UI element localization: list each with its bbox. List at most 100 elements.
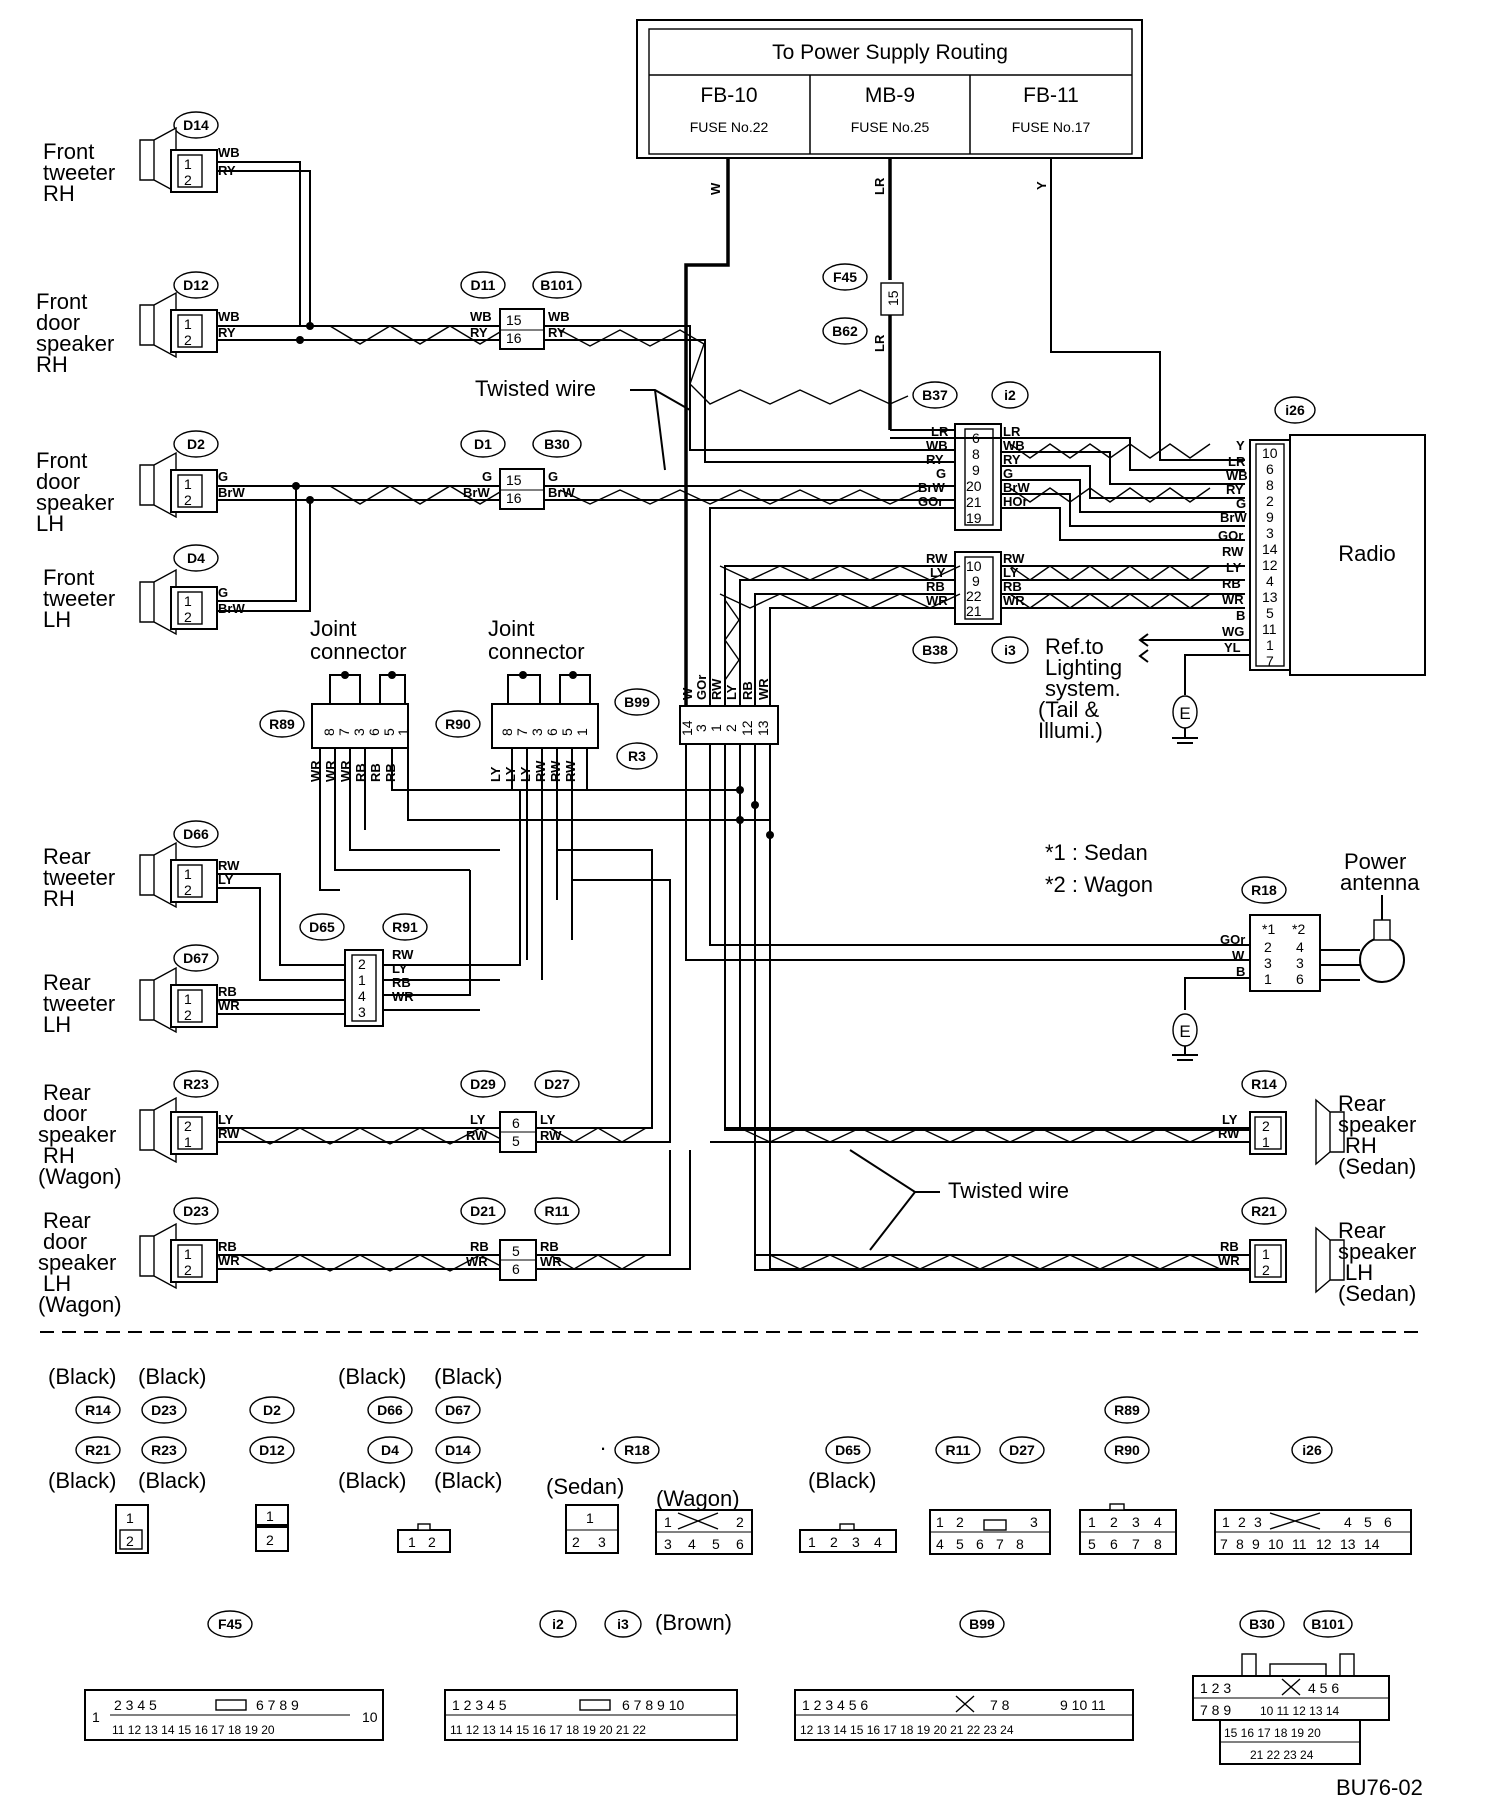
svg-text:D65: D65: [309, 919, 335, 935]
svg-text:14: 14: [1262, 541, 1278, 557]
svg-text:(Black): (Black): [808, 1468, 876, 1493]
twist-b38-b99: [719, 565, 961, 681]
svg-text:(Wagon): (Wagon): [38, 1164, 122, 1189]
svg-text:E: E: [1179, 1022, 1190, 1041]
svg-text:1: 1: [266, 1508, 274, 1524]
svg-text:2: 2: [184, 1118, 192, 1134]
svg-text:Front: Front: [36, 448, 87, 473]
conn-d4: D4: [187, 550, 205, 566]
rtw-rh-wires: [217, 873, 345, 981]
svg-text:(Black): (Black): [138, 1468, 206, 1493]
svg-text:LR: LR: [872, 334, 887, 352]
svg-text:10: 10: [966, 558, 982, 574]
svg-text:11 12 13 14 15 16 17 18 19 20: 11 12 13 14 15 16 17 18 19 20: [112, 1723, 275, 1737]
svg-text:1: 1: [808, 1534, 816, 1550]
svg-text:2: 2: [184, 1007, 192, 1023]
svg-text:RY: RY: [218, 325, 236, 340]
svg-text:B101: B101: [1311, 1616, 1345, 1632]
svg-text:12: 12: [1316, 1536, 1332, 1552]
svg-text:2: 2: [736, 1514, 744, 1530]
power-box-title: To Power Supply Routing: [772, 41, 1008, 64]
svg-text:11 12 13 14 15 16 17 18 19 20: 11 12 13 14 15 16 17 18 19 20 21 22: [450, 1723, 646, 1737]
svg-text:11: 11: [1262, 621, 1277, 637]
svg-text:RW: RW: [563, 760, 578, 782]
svg-text:RB: RB: [1220, 1239, 1239, 1254]
svg-text:BrW: BrW: [1220, 510, 1247, 525]
svg-text:(Sedan): (Sedan): [546, 1474, 624, 1499]
twist-b37: [1009, 443, 1211, 503]
svg-text:19: 19: [966, 510, 982, 526]
r23-to-antenna: [1320, 949, 1360, 981]
conn-b62: B62: [832, 323, 858, 339]
svg-text:1: 1: [1264, 971, 1272, 987]
svg-text:B99: B99: [969, 1616, 995, 1632]
svg-text:10: 10: [1268, 1536, 1284, 1552]
svg-text:R91: R91: [392, 919, 418, 935]
note-sedan: *1 : Sedan: [1045, 840, 1148, 865]
svg-text:5: 5: [956, 1536, 964, 1552]
svg-text:6: 6: [1384, 1514, 1392, 1530]
svg-text:3: 3: [351, 728, 367, 736]
svg-text:RY: RY: [1226, 482, 1244, 497]
svg-text:i2: i2: [552, 1616, 564, 1632]
svg-text:WB: WB: [218, 309, 240, 324]
svg-text:1: 1: [184, 593, 192, 609]
svg-text:1: 1: [184, 866, 192, 882]
svg-text:RB: RB: [740, 681, 755, 700]
svg-text:(Black): (Black): [48, 1364, 116, 1389]
radio-label: Radio: [1338, 541, 1395, 566]
svg-text:WB: WB: [218, 145, 240, 160]
svg-text:WR: WR: [540, 1254, 562, 1269]
ftw-rh-wires: [217, 161, 311, 327]
svg-text:D23: D23: [183, 1203, 209, 1219]
b38-to-b99: [724, 565, 955, 706]
svg-text:speaker: speaker: [1338, 1239, 1416, 1264]
svg-text:speaker: speaker: [36, 490, 114, 515]
ground-symbol-antenna: E: [1172, 1013, 1198, 1061]
conn-r89: R89: [269, 716, 295, 732]
power-wire-y: [1050, 158, 1245, 461]
svg-text:2: 2: [184, 882, 192, 898]
svg-text:RB: RB: [540, 1239, 559, 1254]
svg-text:6 7 8 9: 6 7 8 9: [256, 1697, 299, 1713]
svg-text:(Black): (Black): [338, 1364, 406, 1389]
joint-connector-r89: Joint connector 8 7 3 6 5 1 WR WR WR RB …: [308, 616, 411, 782]
svg-text:Front: Front: [43, 139, 94, 164]
twist-fds-rh: [329, 325, 501, 345]
svg-text:(Tail &: (Tail &: [1038, 697, 1099, 722]
svg-text:R21: R21: [1251, 1203, 1277, 1219]
svg-text:LY: LY: [518, 766, 533, 782]
b38-to-i26: [1001, 565, 1245, 609]
svg-text:21: 21: [966, 603, 982, 619]
svg-text:3: 3: [1264, 955, 1272, 971]
svg-text:3: 3: [664, 1536, 672, 1552]
svg-text:12: 12: [1262, 557, 1278, 573]
svg-text:RH: RH: [43, 181, 75, 206]
svg-text:3: 3: [1030, 1514, 1038, 1530]
svg-text:GOr: GOr: [918, 494, 943, 509]
svg-text:LY: LY: [392, 961, 408, 976]
svg-text:R23: R23: [183, 1076, 209, 1092]
conn-i26: 10 6 8 2 9 3 14 12 4 13 5 11 1 7 Y LR WB…: [1218, 438, 1291, 671]
svg-text:7: 7: [996, 1536, 1004, 1552]
svg-text:LR: LR: [1003, 424, 1021, 439]
r11-wires: [536, 1150, 691, 1270]
fuse-no-25: FUSE No.25: [851, 119, 930, 135]
svg-text:6: 6: [1296, 971, 1304, 987]
svg-text:WR: WR: [1218, 1253, 1240, 1268]
svg-text:Rear: Rear: [43, 844, 91, 869]
svg-text:LH: LH: [36, 511, 64, 536]
svg-text:Front: Front: [43, 565, 94, 590]
svg-text:RB: RB: [218, 1239, 237, 1254]
fuse-no-22: FUSE No.22: [690, 119, 769, 135]
svg-text:G: G: [1003, 466, 1013, 481]
svg-text:D4: D4: [381, 1442, 399, 1458]
svg-text:B30: B30: [1249, 1616, 1275, 1632]
svg-text:12 13 14 15 16 17 18 19 20 21: 12 13 14 15 16 17 18 19 20 21 22 23 24: [800, 1723, 1014, 1737]
